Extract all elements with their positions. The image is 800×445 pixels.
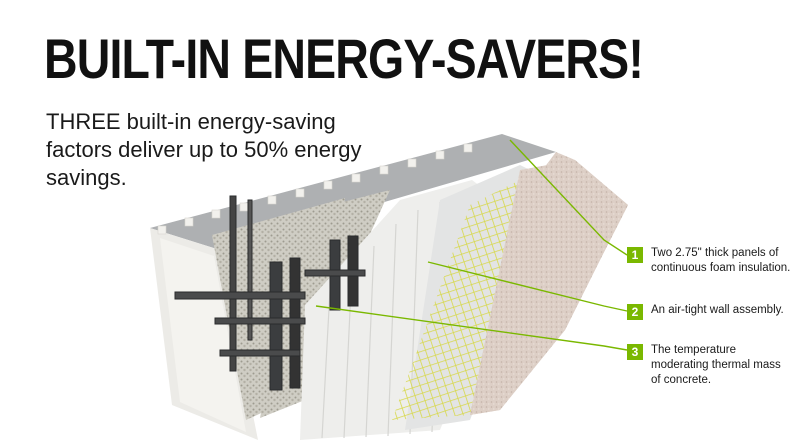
foam-end-panel-inner <box>160 238 246 432</box>
callout-2-text: An air-tight wall assembly. <box>651 304 784 316</box>
foam-teeth <box>157 143 473 235</box>
rebar-and-ties <box>174 195 366 391</box>
callout-1-text: Two 2.75" thick panels of continuous foa… <box>651 247 791 274</box>
callout-2: 2 An air-tight wall assembly. <box>627 303 793 320</box>
subheadline: THREE built-in energy-saving factors del… <box>46 109 362 190</box>
callout-leaders <box>315 139 628 351</box>
callout-2-number: 2 <box>627 304 643 320</box>
callout-3-text: The temperature moderating thermal mass … <box>651 344 781 386</box>
headline: BUILT-IN ENERGY-SAVERS! <box>44 27 644 90</box>
callout-3: 3 The temperature moderating thermal mas… <box>627 343 793 388</box>
stucco-surface <box>470 152 628 415</box>
callout-1: 1 Two 2.75" thick panels of continuous f… <box>627 246 793 276</box>
callout-1-number: 1 <box>627 247 643 263</box>
callout-3-number: 3 <box>627 344 643 360</box>
